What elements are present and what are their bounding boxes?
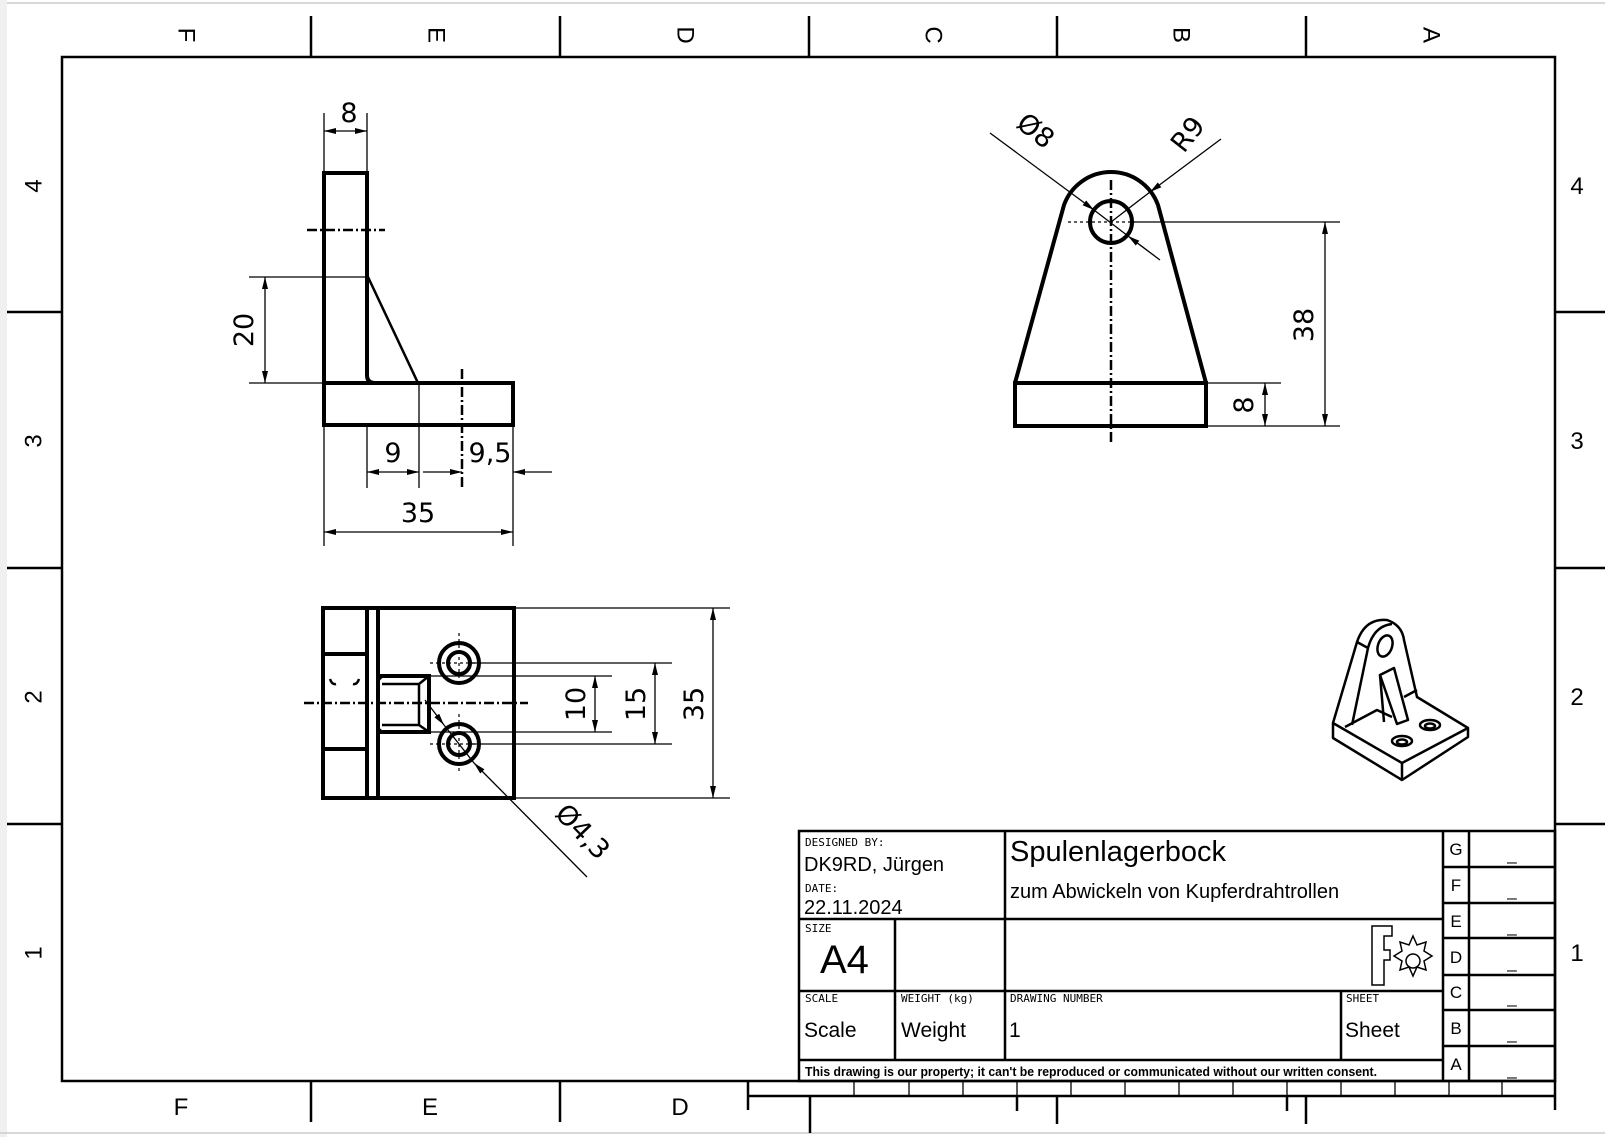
title-block: DESIGNED BY: DK9RD, Jürgen DATE: 22.11.2… (797, 829, 1557, 1083)
revision-value: _ (1506, 917, 1517, 936)
dimension-hole-spacing: 15 (621, 687, 652, 721)
row-label-right: 3 (1570, 428, 1583, 455)
revision-letter: E (1450, 912, 1461, 931)
drawing-number-label: DRAWING NUMBER (1010, 992, 1103, 1005)
revision-letter: B (1450, 1019, 1461, 1038)
column-label-top: E (423, 27, 450, 43)
row-label-left: 2 (20, 690, 47, 703)
designed-by-label: DESIGNED BY: (805, 836, 884, 849)
column-label-bottom: F (174, 1094, 189, 1121)
dimension-hole-diameter: Ø8 (1011, 107, 1060, 155)
scale-value: Scale (804, 1019, 857, 1042)
row-label-right: 2 (1570, 684, 1583, 711)
dimension-height: 38 (1289, 308, 1320, 342)
row-label-left: 4 (20, 179, 47, 192)
top-view: 10 15 35 Ø4,3 (304, 606, 730, 878)
dimension-hole-diameter: Ø4,3 (549, 798, 616, 866)
scale-label: SCALE (805, 992, 838, 1005)
revision-letter: A (1450, 1055, 1462, 1074)
dimension-slot: 10 (561, 687, 592, 721)
column-label-bottom: D (671, 1094, 688, 1121)
revision-value: _ (1506, 1024, 1517, 1043)
designed-by: DK9RD, Jürgen (804, 854, 944, 876)
sheet-label: SHEET (1346, 992, 1379, 1005)
row-label-left: 3 (20, 434, 47, 447)
side-view: 8 20 9 9,5 35 (229, 98, 552, 546)
row-label-right: 1 (1570, 940, 1583, 967)
revision-value: _ (1506, 988, 1517, 1007)
dimension-width: 8 (340, 98, 357, 129)
column-label-top: D (672, 26, 699, 43)
date-label: DATE: (805, 882, 838, 895)
sheet-value: Sheet (1345, 1019, 1400, 1042)
ruler-strip (853, 1081, 1503, 1096)
date: 22.11.2024 (804, 897, 903, 919)
column-label-top: A (1418, 27, 1445, 43)
freecad-logo-icon (1371, 925, 1434, 986)
dimension-height: 20 (229, 313, 260, 347)
drawing-frame: F E D C B A F E D 4 3 2 1 4 3 2 1 (7, 16, 1605, 1133)
revision-letter: C (1450, 983, 1462, 1002)
isometric-view (1331, 618, 1470, 782)
dimension-rib: 9 (384, 438, 401, 469)
disclaimer: This drawing is our property; it can't b… (805, 1064, 1377, 1079)
revision-value: _ (1506, 953, 1517, 972)
revision-letter: D (1450, 948, 1462, 967)
weight-label: WEIGHT (kg) (901, 992, 974, 1005)
front-view: Ø8 R9 38 8 (989, 107, 1340, 442)
column-label-top: B (1168, 27, 1195, 43)
row-label-right: 4 (1570, 173, 1583, 200)
drawing-number: 1 (1009, 1019, 1021, 1042)
dimension-length: 35 (401, 498, 435, 529)
revision-letter: G (1449, 840, 1462, 859)
dimension-width: 35 (679, 687, 710, 721)
revision-value: _ (1506, 1060, 1517, 1079)
revision-letter: F (1451, 876, 1461, 895)
row-label-left: 1 (20, 946, 47, 959)
drawing-title: Spulenlagerbock (1010, 836, 1227, 868)
column-label-top: F (173, 28, 200, 43)
revision-value: _ (1506, 845, 1517, 864)
column-label-bottom: E (422, 1094, 438, 1121)
size-label: SIZE (805, 922, 832, 935)
page-edge (0, 0, 7, 1137)
sheet-size: A4 (820, 938, 869, 982)
revision-value: _ (1506, 881, 1517, 900)
drawing-subtitle: zum Abwickeln von Kupferdrahtrollen (1010, 881, 1339, 903)
dimension-base: 8 (1229, 396, 1260, 413)
weight-value: Weight (901, 1019, 966, 1042)
dimension-hole-offset: 9,5 (469, 438, 512, 469)
column-label-top: C (920, 26, 947, 43)
